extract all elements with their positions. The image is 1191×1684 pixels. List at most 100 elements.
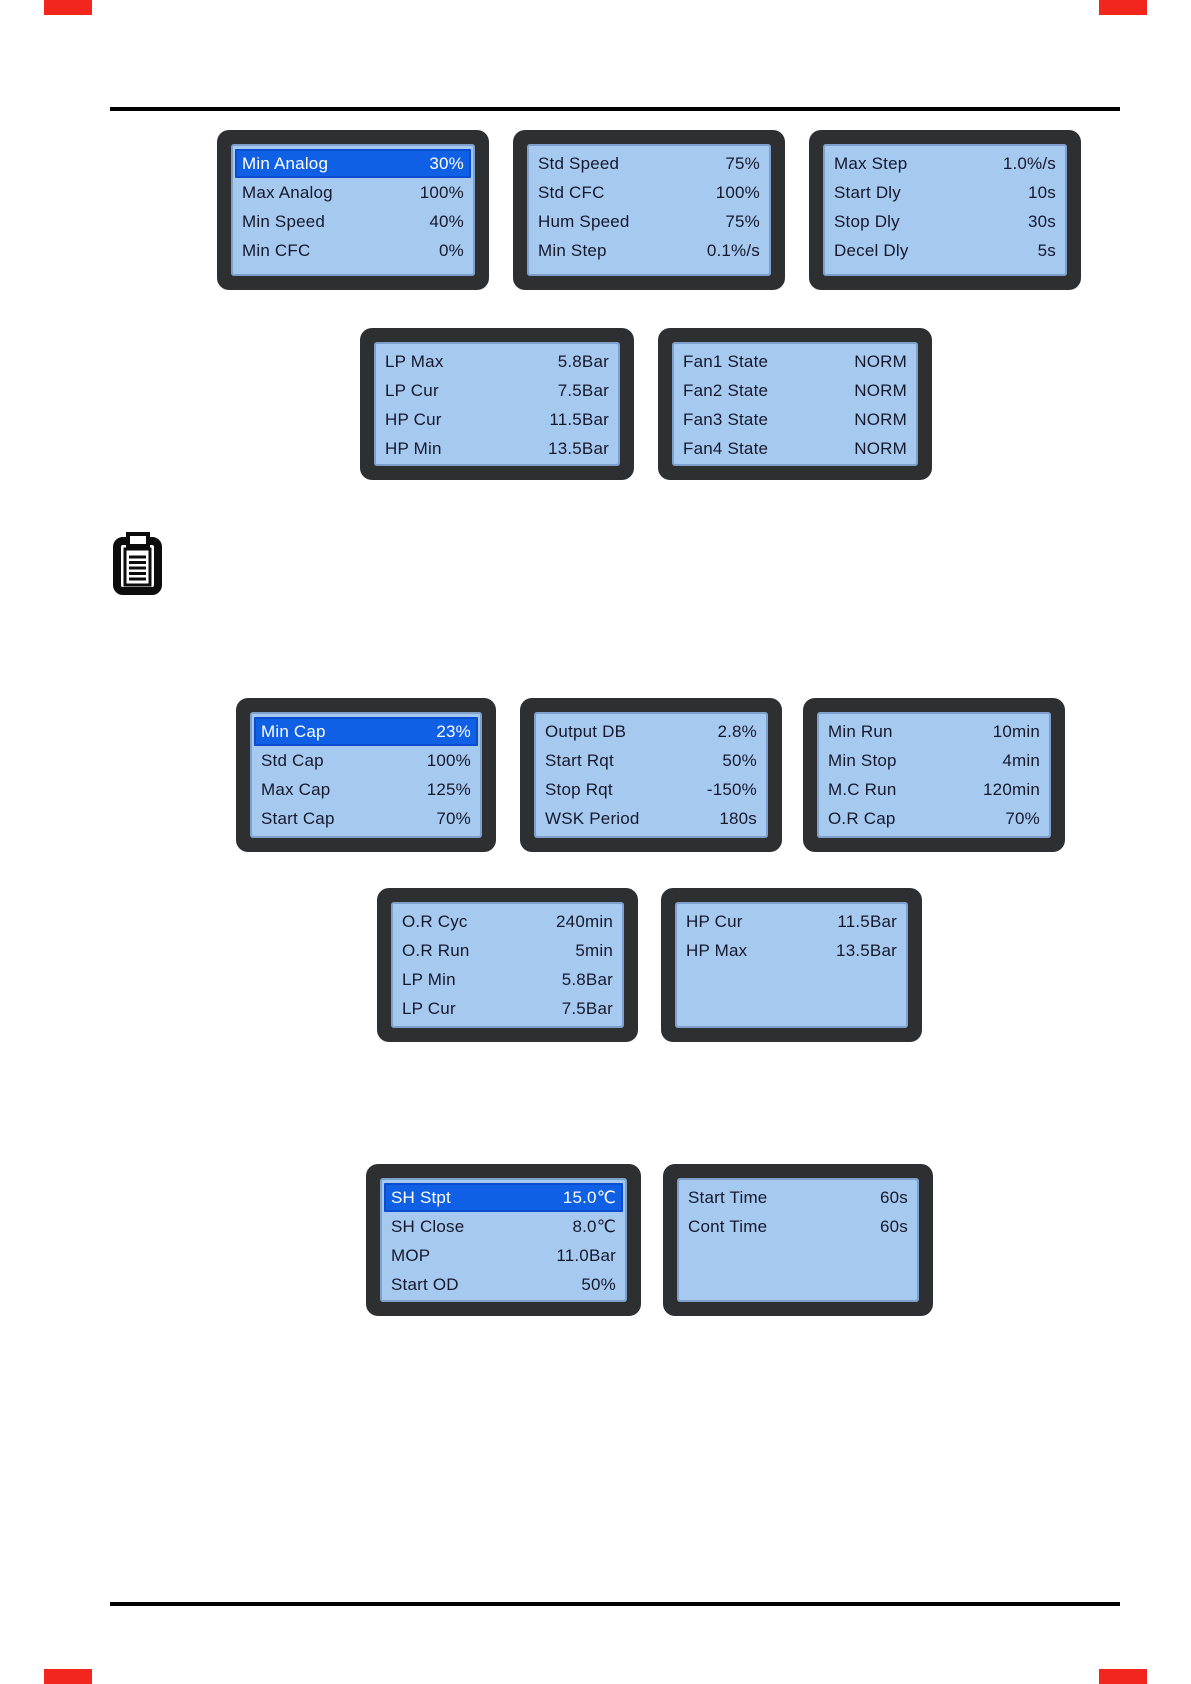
red-corner-mark bbox=[44, 0, 92, 15]
parameter-value: 70% bbox=[436, 808, 471, 828]
parameter-value: 40% bbox=[429, 211, 464, 231]
parameter-value: 15.0℃ bbox=[562, 1187, 616, 1207]
lcd-screen: Output DB 2.8% Start Rqt 50% Stop Rqt -1… bbox=[534, 712, 768, 838]
parameter-label: Cont Time bbox=[688, 1216, 768, 1236]
lcd-screen: Min Run 10min Min Stop 4min M.C Run 120m… bbox=[817, 712, 1051, 838]
parameter-row: Min Step 0.1%/s bbox=[531, 236, 767, 265]
parameter-label: Std Speed bbox=[538, 153, 620, 173]
parameter-row: LP Cur 7.5Bar bbox=[395, 994, 620, 1023]
parameter-label: LP Min bbox=[402, 969, 456, 989]
parameter-row: Std Speed 75% bbox=[531, 149, 767, 178]
parameter-row: Max Step 1.0%/s bbox=[827, 149, 1063, 178]
parameter-row: HP Max 13.5Bar bbox=[679, 936, 904, 965]
parameter-row: LP Min 5.8Bar bbox=[395, 965, 620, 994]
lcd-panel-runtime: Min Run 10min Min Stop 4min M.C Run 120m… bbox=[803, 698, 1065, 852]
parameter-label: Max Cap bbox=[261, 779, 331, 799]
parameter-row: Hum Speed 75% bbox=[531, 207, 767, 236]
parameter-label: Start Dly bbox=[834, 182, 901, 202]
parameter-row: O.R Run 5min bbox=[395, 936, 620, 965]
parameter-value: 100% bbox=[426, 750, 471, 770]
parameter-label: HP Max bbox=[686, 940, 748, 960]
parameter-value: -150% bbox=[706, 779, 757, 799]
parameter-label: Fan1 State bbox=[683, 351, 769, 371]
lcd-panel-pressure: LP Max 5.8Bar LP Cur 7.5Bar HP Cur 11.5B… bbox=[360, 328, 634, 480]
parameter-value: 50% bbox=[722, 750, 757, 770]
parameter-value: NORM bbox=[854, 409, 907, 429]
parameter-label: HP Min bbox=[385, 438, 442, 458]
lcd-panel-regulation: Output DB 2.8% Start Rqt 50% Stop Rqt -1… bbox=[520, 698, 782, 852]
parameter-label: Fan2 State bbox=[683, 380, 769, 400]
parameter-value: 70% bbox=[1005, 808, 1040, 828]
parameter-label: HP Cur bbox=[686, 911, 743, 931]
parameter-row: Start OD 50% bbox=[384, 1270, 623, 1299]
parameter-label: Start Cap bbox=[261, 808, 335, 828]
parameter-row: Start Rqt 50% bbox=[538, 746, 764, 775]
parameter-value: 4min bbox=[1002, 750, 1040, 770]
parameter-row: HP Min 13.5Bar bbox=[378, 434, 616, 463]
parameter-label: SH Close bbox=[391, 1216, 465, 1236]
parameter-label: Max Step bbox=[834, 153, 908, 173]
parameter-label: Fan3 State bbox=[683, 409, 769, 429]
parameter-value: 240min bbox=[556, 911, 613, 931]
parameter-value: 120min bbox=[983, 779, 1040, 799]
parameter-value: 75% bbox=[725, 153, 760, 173]
parameter-label: LP Max bbox=[385, 351, 444, 371]
parameter-value: 10min bbox=[992, 721, 1040, 741]
lcd-panel-superheat: SH Stpt 15.0℃ SH Close 8.0℃ MOP 11.0Bar … bbox=[366, 1164, 641, 1316]
parameter-row: Min Run 10min bbox=[821, 717, 1047, 746]
parameter-value: 2.8% bbox=[717, 721, 757, 741]
parameter-label: Min Run bbox=[828, 721, 893, 741]
lcd-screen: Min Analog 30% Max Analog 100% Min Speed… bbox=[231, 144, 475, 276]
parameter-row: Fan1 State NORM bbox=[676, 347, 914, 376]
parameter-label: Min Cap bbox=[261, 721, 326, 741]
parameter-label: Std Cap bbox=[261, 750, 324, 770]
parameter-label: LP Cur bbox=[402, 998, 456, 1018]
parameter-value: 8.0℃ bbox=[572, 1216, 616, 1236]
lcd-panel-capacity: Min Cap 23% Std Cap 100% Max Cap 125% St… bbox=[236, 698, 496, 852]
parameter-row: Min CFC 0% bbox=[235, 236, 471, 265]
parameter-row: Fan3 State NORM bbox=[676, 405, 914, 434]
parameter-label: Fan4 State bbox=[683, 438, 769, 458]
parameter-row: Min Analog 30% bbox=[235, 149, 471, 178]
parameter-value: 11.0Bar bbox=[556, 1245, 616, 1265]
parameter-row: Start Dly 10s bbox=[827, 178, 1063, 207]
parameter-value: 100% bbox=[419, 182, 464, 202]
parameter-label: Stop Dly bbox=[834, 211, 900, 231]
parameter-label: Min CFC bbox=[242, 240, 311, 260]
parameter-value: 100% bbox=[715, 182, 760, 202]
lcd-screen: Start Time 60s Cont Time 60s bbox=[677, 1178, 919, 1302]
red-corner-mark bbox=[1099, 1669, 1147, 1684]
parameter-row: Output DB 2.8% bbox=[538, 717, 764, 746]
parameter-label: Min Stop bbox=[828, 750, 897, 770]
top-divider-line bbox=[110, 107, 1120, 111]
parameter-row: Max Cap 125% bbox=[254, 775, 478, 804]
parameter-value: 50% bbox=[581, 1274, 616, 1294]
lcd-screen: HP Cur 11.5Bar HP Max 13.5Bar bbox=[675, 902, 908, 1028]
parameter-label: Decel Dly bbox=[834, 240, 909, 260]
parameter-label: MOP bbox=[391, 1245, 431, 1265]
lcd-panel-speed: Std Speed 75% Std CFC 100% Hum Speed 75%… bbox=[513, 130, 785, 290]
parameter-value: 10s bbox=[1027, 182, 1056, 202]
parameter-value: 5s bbox=[1037, 240, 1056, 260]
parameter-label: Start Rqt bbox=[545, 750, 614, 770]
parameter-row: Decel Dly 5s bbox=[827, 236, 1063, 265]
lcd-panel-oil-return: O.R Cyc 240min O.R Run 5min LP Min 5.8Ba… bbox=[377, 888, 638, 1042]
lcd-screen: Fan1 State NORM Fan2 State NORM Fan3 Sta… bbox=[672, 342, 918, 466]
parameter-value: 125% bbox=[426, 779, 471, 799]
parameter-value: 23% bbox=[436, 721, 471, 741]
lcd-panel-high-pressure: HP Cur 11.5Bar HP Max 13.5Bar bbox=[661, 888, 922, 1042]
parameter-row: Min Cap 23% bbox=[254, 717, 478, 746]
parameter-value: 60s bbox=[879, 1216, 908, 1236]
parameter-label: Std CFC bbox=[538, 182, 605, 202]
lcd-panel-times: Start Time 60s Cont Time 60s bbox=[663, 1164, 933, 1316]
parameter-value: 60s bbox=[879, 1187, 908, 1207]
lcd-screen: Max Step 1.0%/s Start Dly 10s Stop Dly 3… bbox=[823, 144, 1067, 276]
parameter-label: Hum Speed bbox=[538, 211, 630, 231]
lcd-panel-step-delays: Max Step 1.0%/s Start Dly 10s Stop Dly 3… bbox=[809, 130, 1081, 290]
parameter-value: NORM bbox=[854, 438, 907, 458]
parameter-row: Std CFC 100% bbox=[531, 178, 767, 207]
parameter-row: Fan2 State NORM bbox=[676, 376, 914, 405]
parameter-row: SH Stpt 15.0℃ bbox=[384, 1183, 623, 1212]
parameter-row: Fan4 State NORM bbox=[676, 434, 914, 463]
red-corner-mark bbox=[44, 1669, 92, 1684]
